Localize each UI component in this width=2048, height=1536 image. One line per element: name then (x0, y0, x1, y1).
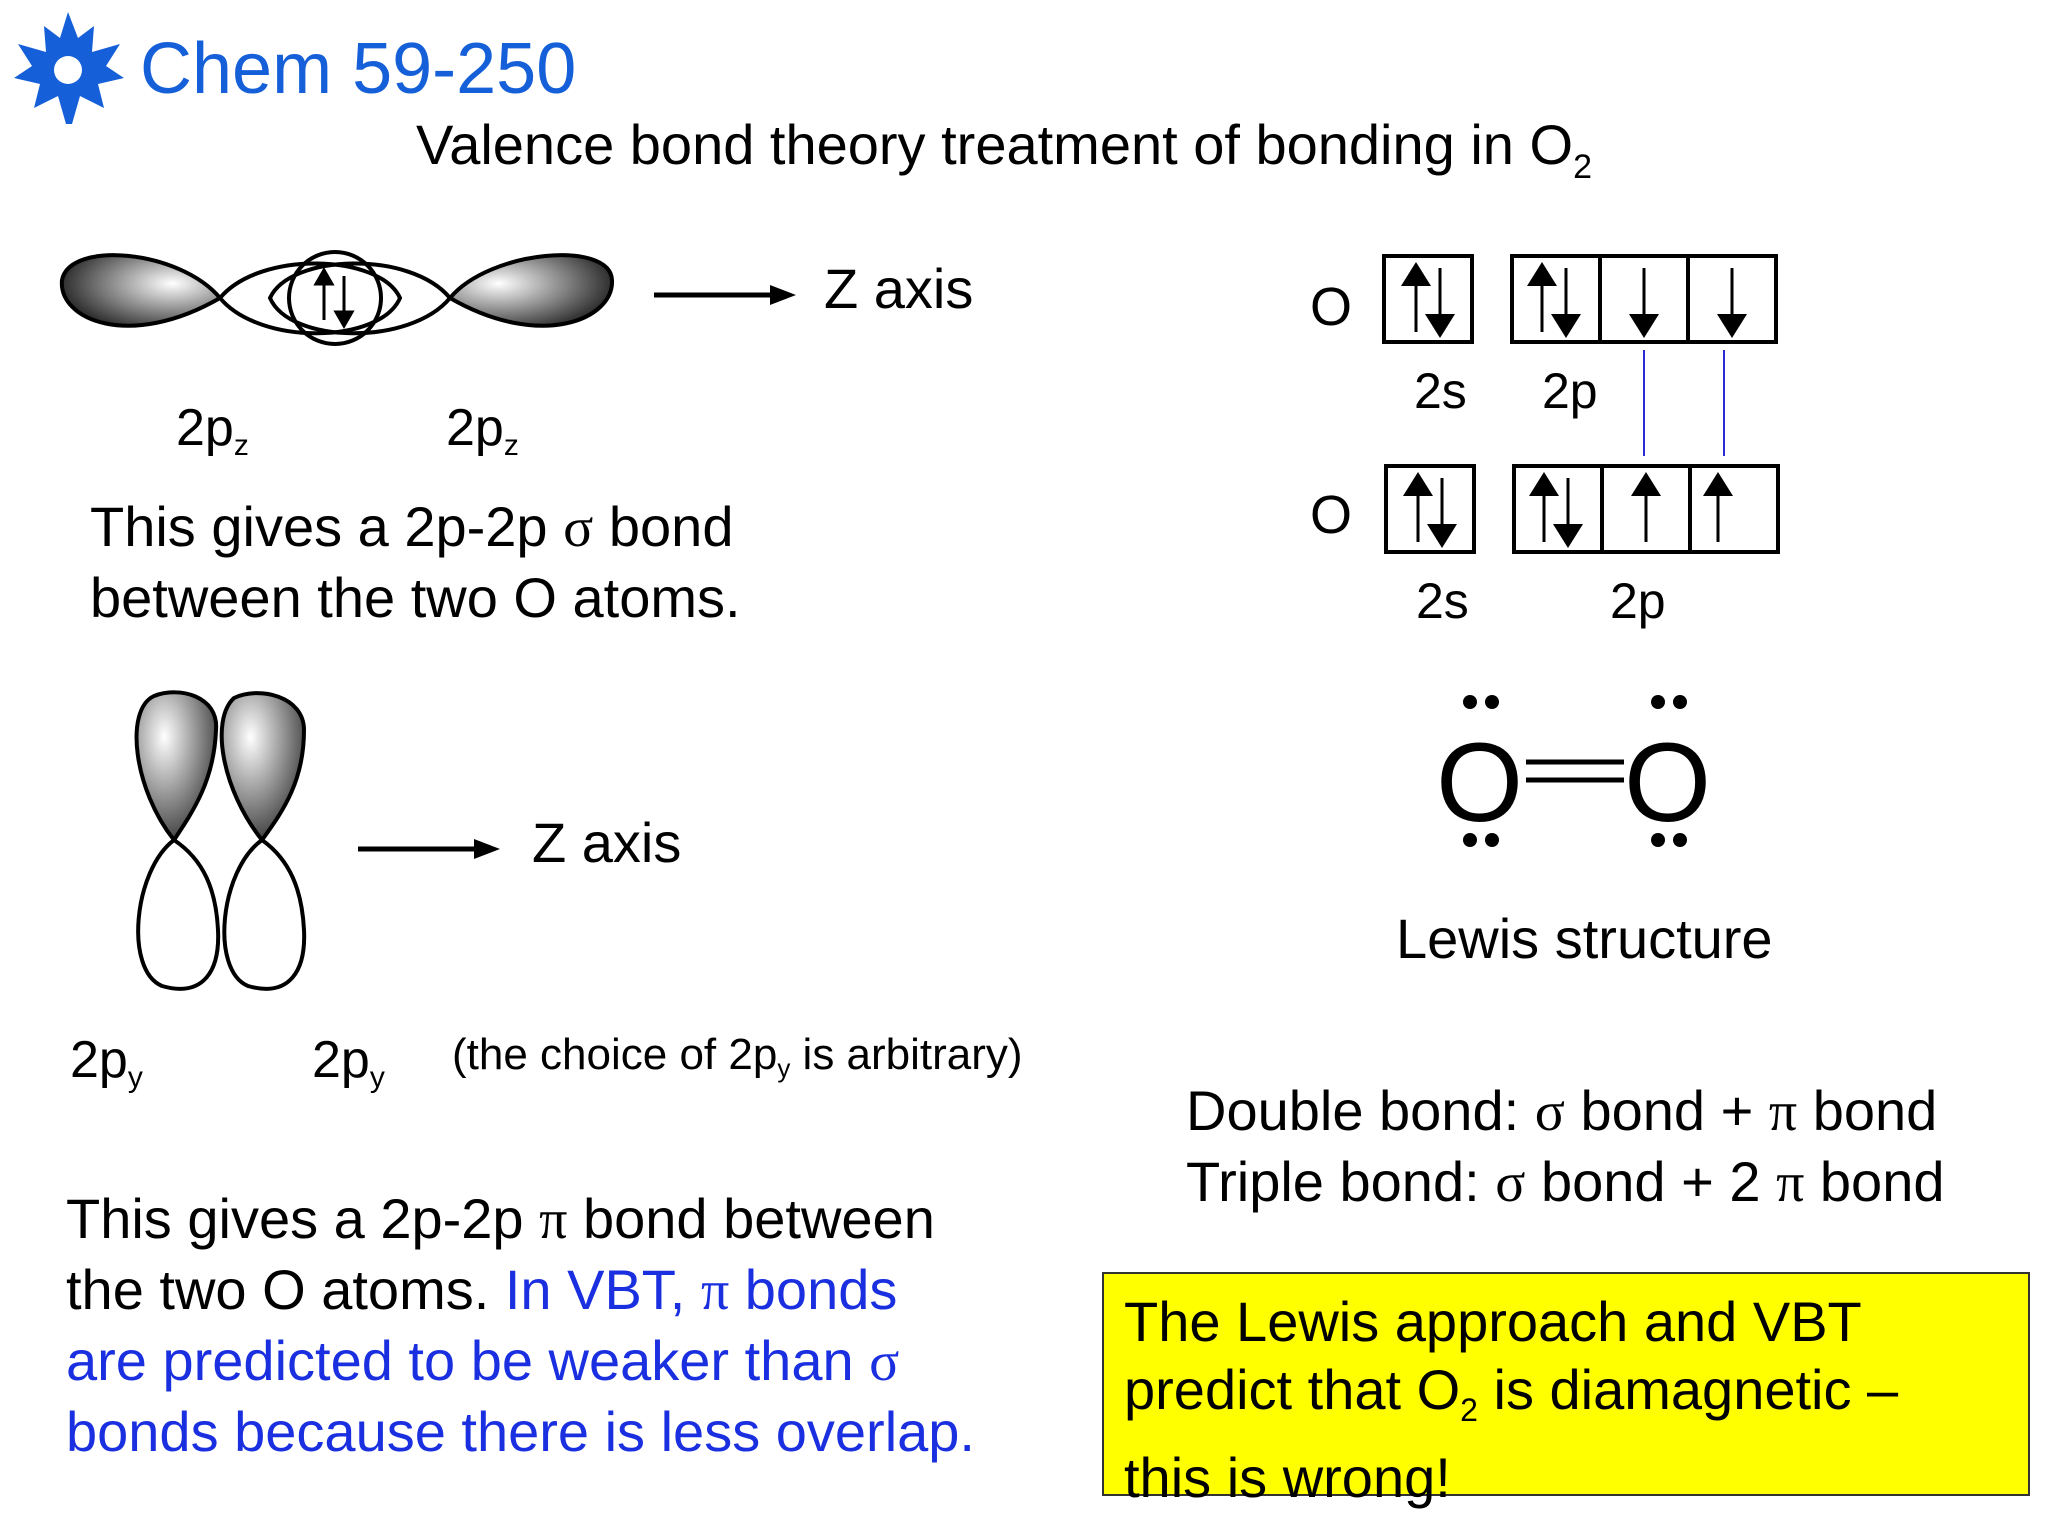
z-axis-arrow-top (654, 285, 796, 305)
lewis-atom-left: O (1436, 720, 1524, 845)
z-axis-label-bottom: Z axis (532, 811, 682, 874)
slide-title-text: Valence bond theory treatment of bonding… (416, 113, 1574, 176)
course-title: Chem 59-250 (140, 29, 577, 109)
left-lower-lobe (136, 837, 221, 991)
right-outer-lobe (446, 253, 615, 328)
paired-electron-arrows (313, 266, 355, 330)
lewis-bonds-and-lone-pairs (1463, 695, 1687, 847)
bond-summary: Double bond: σ bond + π bond Triple bond… (1186, 1076, 1944, 1218)
z-axis-label-top: Z axis (824, 257, 974, 320)
right-lower-lobe (222, 837, 307, 991)
orbital-label-2pz-right: 2pz (446, 399, 519, 462)
note-line1: The Lewis approach and VBT (1124, 1290, 1862, 1353)
orbital-label-2pz-left: 2pz (176, 399, 249, 462)
arbitrary-choice-note: (the choice of 2py is arbitrary) (452, 1030, 1023, 1083)
orbital-box-diagram (1382, 254, 1780, 554)
lone-pairs (1463, 695, 1687, 847)
atom-label-bottom: O (1310, 485, 1353, 545)
lewis-atom-right: O (1624, 720, 1712, 845)
triple-bond-line: Triple bond: σ bond + 2 π bond (1186, 1150, 1945, 1214)
label-2p-bottom: 2p (1610, 573, 1666, 629)
left-outer-lobe (59, 253, 224, 328)
electron-arrows-bottom (1403, 472, 1733, 548)
note-line2: predict that O2 is diamagnetic – (1124, 1358, 1899, 1428)
overlap-circle (287, 250, 383, 346)
z-axis-arrow-bottom (358, 839, 500, 859)
right-upper-lobe (219, 691, 307, 844)
label-2s-bottom: 2s (1416, 573, 1469, 629)
pi-explanation-line2: the two O atoms. In VBT, π bonds (66, 1258, 898, 1322)
pi-explanation-line1: This gives a 2p-2p π bond between (66, 1187, 935, 1251)
label-2s-top: 2s (1414, 363, 1467, 419)
atom-label-top: O (1310, 277, 1353, 337)
sigma-overlap-diagram (59, 250, 615, 346)
pi-overlap-diagram (134, 690, 307, 991)
box-2s-bottom (1384, 464, 1476, 554)
double-bond (1526, 759, 1624, 783)
box-2s-top (1382, 254, 1474, 344)
slide-title: Valence bond theory treatment of bonding… (416, 112, 1592, 187)
pi-explanation-line4: bonds because there is less overlap. (66, 1400, 975, 1463)
lewis-caption: Lewis structure (1396, 907, 1773, 970)
right-inner-lobe (267, 261, 453, 336)
sigma-explanation: This gives a 2p-2p σ bond between the tw… (90, 492, 741, 633)
orbital-label-2py-right: 2py (312, 1031, 385, 1094)
sigma-explanation-line1: This gives a 2p-2p σ bond (90, 495, 734, 559)
pi-explanation: This gives a 2p-2p π bond between the tw… (66, 1184, 975, 1467)
left-inner-lobe (217, 261, 403, 336)
diamagnetic-note-box: The Lewis approach and VBT predict that … (1102, 1272, 2030, 1509)
orbital-label-2py-left: 2py (70, 1031, 143, 1094)
maple-leaf-icon (8, 8, 128, 128)
label-2p-top: 2p (1542, 363, 1598, 419)
note-line3: this is wrong! (1124, 1446, 1451, 1509)
slide-title-subscript: 2 (1573, 148, 1592, 186)
electron-arrows-top (1401, 262, 1747, 338)
double-bond-line: Double bond: σ bond + π bond (1186, 1079, 1938, 1143)
pi-explanation-line3: are predicted to be weaker than σ (66, 1329, 900, 1393)
left-upper-lobe (134, 690, 219, 844)
sigma-explanation-line2: between the two O atoms. (90, 566, 741, 629)
